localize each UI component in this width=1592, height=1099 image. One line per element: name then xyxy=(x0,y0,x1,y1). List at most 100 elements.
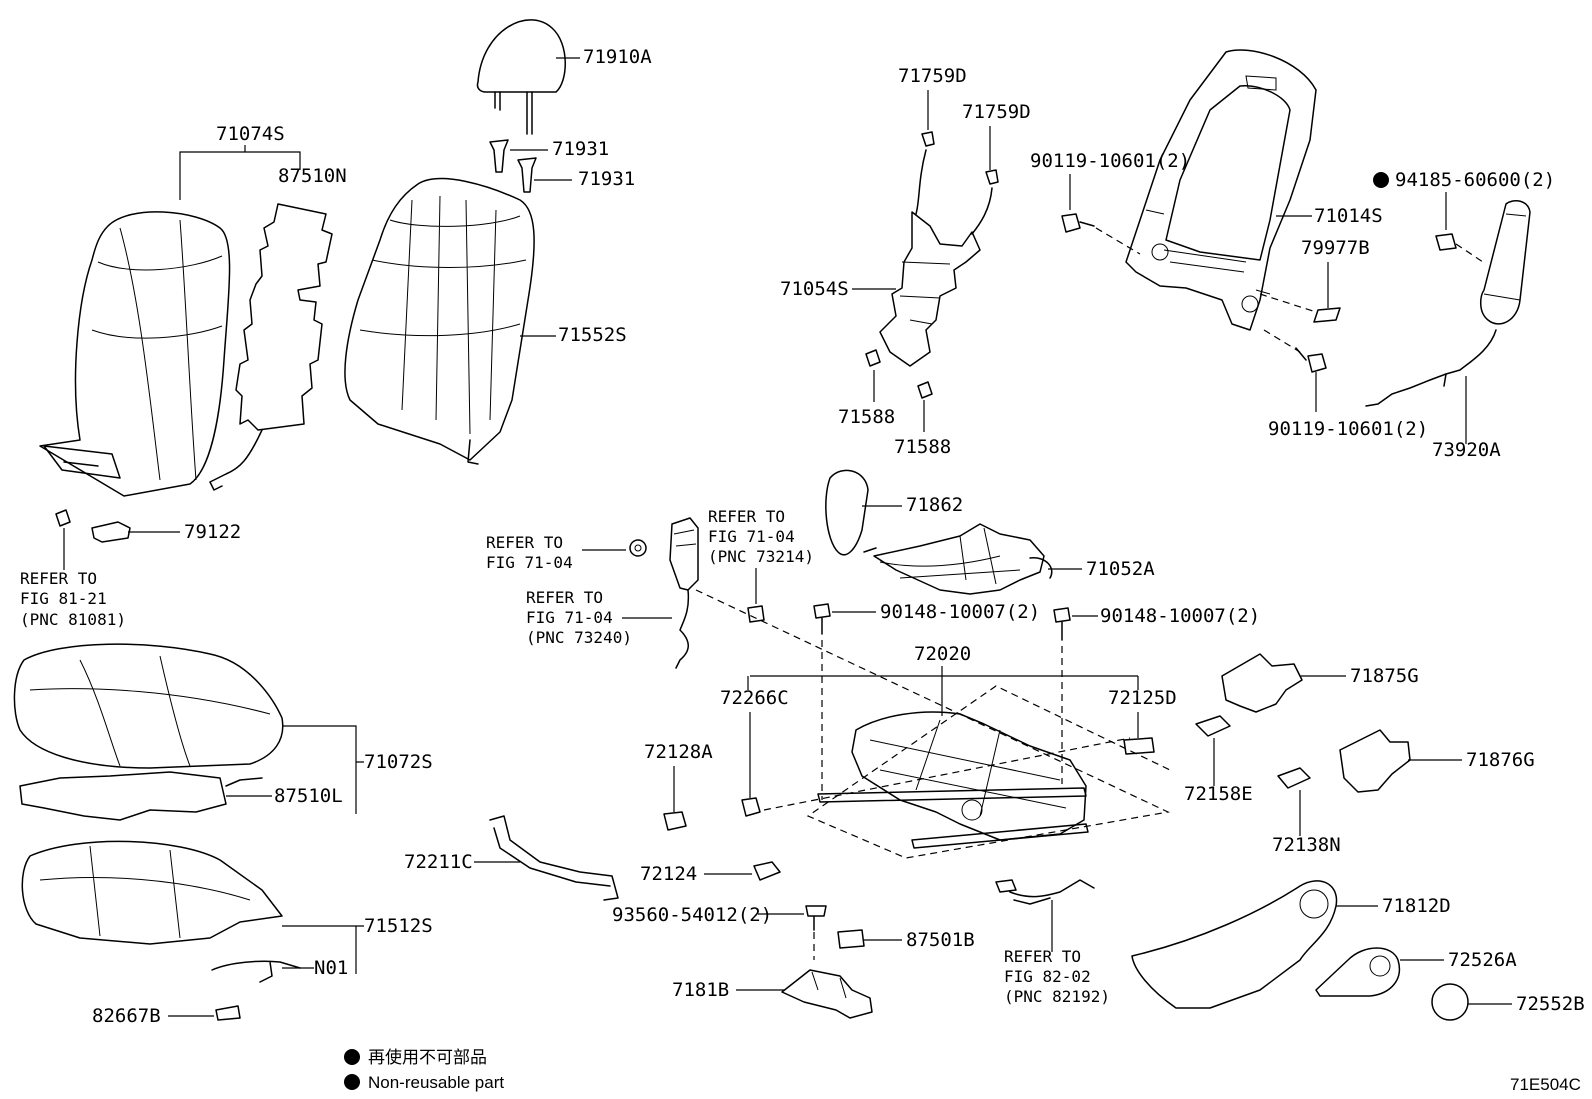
label-7181B: 7181B xyxy=(672,979,729,1001)
cover-71876G-drawing xyxy=(1339,729,1411,793)
cover-71875G-drawing xyxy=(1221,653,1303,713)
grommet-drawing xyxy=(629,539,647,557)
connector-79122-drawing xyxy=(55,509,131,543)
clip-72125D-drawing xyxy=(1123,737,1155,755)
ref-fig-82-02-line2: FIG 82-02 xyxy=(1004,967,1091,986)
label-72552B: 72552B xyxy=(1516,993,1585,1015)
label-N01: N01 xyxy=(314,957,348,979)
ref-fig-81-21-line1: REFER TO xyxy=(20,569,97,588)
label-72138N: 72138N xyxy=(1272,834,1341,856)
seatback-pad-drawing xyxy=(344,177,535,465)
cover-71862-drawing xyxy=(825,469,869,556)
ref-fig-71-04-a-line2: FIG 71-04 xyxy=(486,553,573,572)
ref-fig-81-21-line2: FIG 81-21 xyxy=(20,589,107,608)
label-71759D-left: 71759D xyxy=(898,65,967,87)
seatbelt-buckle-drawing xyxy=(669,517,699,669)
wire-harness-82192-drawing xyxy=(995,879,1095,905)
airbag-module-drawing xyxy=(1365,199,1531,407)
seat-track-adjuster-71052A-drawing xyxy=(863,523,1053,595)
clip-72128A-drawing xyxy=(663,811,687,831)
label-79977B: 79977B xyxy=(1301,237,1370,259)
clip-73214-drawing xyxy=(747,605,765,623)
label-90119-10601-upper: 90119-10601(2) xyxy=(1030,150,1190,172)
ref-fig-71-04-b-line3: (PNC 73214) xyxy=(708,547,814,566)
seatback-cover-drawing xyxy=(39,211,231,497)
label-72526A: 72526A xyxy=(1448,949,1517,971)
ref-fig-82-02-line3: (PNC 82192) xyxy=(1004,987,1110,1006)
label-71588-right: 71588 xyxy=(894,436,951,458)
label-79122: 79122 xyxy=(184,521,241,543)
label-72266C: 72266C xyxy=(720,687,789,709)
label-71931-upper: 71931 xyxy=(552,138,609,160)
ref-fig-71-04-c-line1: REFER TO xyxy=(526,588,603,607)
label-90119-10601-lower: 90119-10601(2) xyxy=(1268,418,1428,440)
label-82667B: 82667B xyxy=(92,1005,161,1027)
label-87510L: 87510L xyxy=(274,785,343,807)
label-71054S: 71054S xyxy=(780,278,849,300)
seat-cushion-pad-drawing xyxy=(21,840,301,983)
label-sticker-79977B-drawing xyxy=(1313,307,1341,323)
nut-94185-drawing xyxy=(1435,233,1457,251)
bolt-90148-left-drawing xyxy=(813,603,831,635)
label-90148-10007-right: 90148-10007(2) xyxy=(1100,605,1260,627)
seat-heater-87510L-drawing xyxy=(19,771,263,821)
label-90148-10007-left: 90148-10007(2) xyxy=(880,601,1040,623)
seatback-frame-drawing xyxy=(1125,49,1317,331)
clip-72138N-drawing xyxy=(1277,767,1311,789)
label-71512S: 71512S xyxy=(364,915,433,937)
label-87501B: 87501B xyxy=(906,929,975,951)
label-71876G: 71876G xyxy=(1466,749,1535,771)
clip-82667B-drawing xyxy=(215,1005,241,1021)
seatback-heater-drawing xyxy=(209,203,333,491)
figure-code: 71E504C xyxy=(1510,1075,1581,1094)
label-71875G: 71875G xyxy=(1350,665,1419,687)
ref-fig-82-02-line1: REFER TO xyxy=(1004,947,1081,966)
label-71862: 71862 xyxy=(906,494,963,516)
screw-93560-drawing xyxy=(805,905,827,931)
bracket-7181B-drawing xyxy=(781,969,873,1019)
label-71759D-right: 71759D xyxy=(962,101,1031,123)
label-71812D: 71812D xyxy=(1382,895,1451,917)
ref-fig-81-21-line3: (PNC 81081) xyxy=(20,610,126,629)
label-71552S: 71552S xyxy=(558,324,627,346)
ref-fig-71-04-b-line1: REFER TO xyxy=(708,507,785,526)
label-71072S: 71072S xyxy=(364,751,433,773)
seat-adjuster-drawing xyxy=(817,711,1089,849)
bolt-90148-right-drawing xyxy=(1053,607,1071,641)
block-87501B-drawing xyxy=(837,929,865,949)
label-71052A: 71052A xyxy=(1086,558,1155,580)
label-72128A: 72128A xyxy=(644,741,713,763)
label-73920A: 73920A xyxy=(1432,439,1501,461)
seat-cushion-cover-drawing xyxy=(13,643,284,769)
label-72125D: 72125D xyxy=(1108,687,1177,709)
bolt-90119-lower-drawing xyxy=(1295,347,1327,373)
legend-text-jp: 再使用不可部品 xyxy=(368,1047,487,1067)
bolt-90119-upper-drawing xyxy=(1061,213,1095,233)
headrest-drawing xyxy=(476,19,566,135)
ref-fig-71-04-b-line2: FIG 71-04 xyxy=(708,527,795,546)
label-71074S: 71074S xyxy=(216,123,285,145)
label-72020: 72020 xyxy=(914,643,971,665)
headrest-guide-drawing xyxy=(489,139,537,193)
cap-72552B-drawing xyxy=(1431,983,1469,1021)
label-71931-lower: 71931 xyxy=(578,168,635,190)
wire-72211C-drawing xyxy=(489,815,619,901)
ref-fig-71-04-c-line2: FIG 71-04 xyxy=(526,608,613,627)
label-72124: 72124 xyxy=(640,863,697,885)
clip-72124-drawing xyxy=(753,861,781,881)
label-94185-60600: 94185-60600(2) xyxy=(1395,169,1555,191)
legend-text-en: Non-reusable part xyxy=(368,1073,504,1092)
ref-fig-71-04-c-line3: (PNC 73240) xyxy=(526,628,632,647)
bracket-72266C-drawing xyxy=(741,797,761,817)
ref-fig-71-04-a-line1: REFER TO xyxy=(486,533,563,552)
lumbar-support-drawing xyxy=(865,131,999,399)
label-71014S: 71014S xyxy=(1314,205,1383,227)
legend-marker-en xyxy=(344,1074,360,1090)
label-71910A: 71910A xyxy=(583,46,652,68)
label-87510N: 87510N xyxy=(278,165,347,187)
label-72211C: 72211C xyxy=(404,851,473,873)
label-71588-left: 71588 xyxy=(838,406,895,428)
label-93560-54012: 93560-54012(2) xyxy=(612,904,772,926)
non-reusable-marker-94185 xyxy=(1373,172,1389,188)
cover-72526A-drawing xyxy=(1315,947,1401,997)
